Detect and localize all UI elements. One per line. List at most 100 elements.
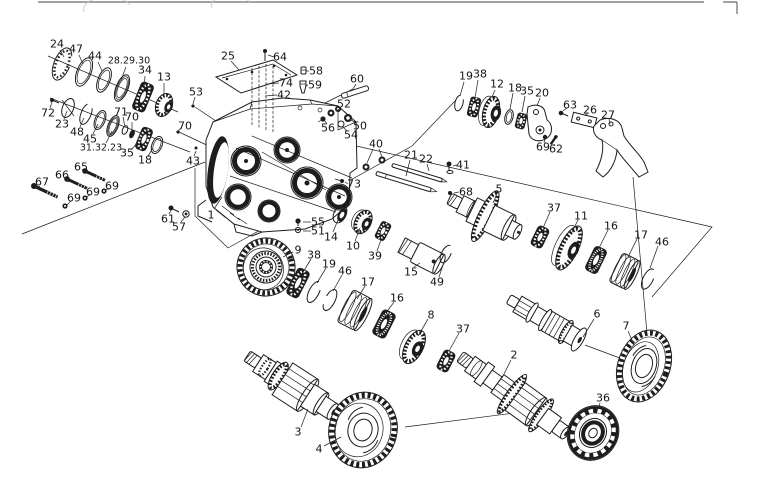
part-label-58: 58 [309, 65, 323, 78]
part-19-snap-ring [454, 94, 464, 112]
part-label-53: 53 [189, 86, 203, 99]
cover-studs [251, 64, 274, 132]
part-66-bolt [64, 176, 88, 190]
part-label-47: 47 [69, 43, 83, 56]
input-bearing-train [51, 47, 174, 118]
label-leader-line [63, 110, 68, 120]
label-leader-line [105, 187, 110, 191]
part-44-ring [96, 67, 112, 93]
label-leader-line [459, 81, 465, 97]
label-leader-line [120, 66, 127, 81]
label-leader-line [385, 301, 395, 314]
label-leader-line [300, 408, 309, 428]
parts-55-51-detent [294, 218, 302, 234]
part-12-gear [478, 95, 502, 129]
label-leader-line [598, 229, 609, 249]
part-label-10: 10 [346, 240, 360, 253]
part-70-washer [129, 129, 135, 139]
bearing-bore [230, 145, 262, 177]
label-leader-line [452, 164, 458, 167]
label-leader-line [509, 92, 514, 110]
input-shaft-train [446, 190, 656, 290]
bearing-bore [273, 136, 301, 164]
part-label-52: 52 [337, 98, 351, 111]
label-leader-line [501, 359, 512, 379]
part-11-gear [551, 224, 583, 271]
part-48-snap-ring [79, 103, 93, 125]
part-61-bolt [168, 205, 180, 213]
part-label-66: 66 [55, 169, 69, 182]
label-leader-line [491, 89, 496, 98]
label-leader-line [542, 211, 551, 229]
part-label-18: 18 [138, 154, 152, 167]
part-46-snap-ring [322, 289, 338, 311]
label-leader-line [536, 97, 541, 107]
label-leader-line [301, 258, 312, 275]
label-leader-line [122, 116, 126, 128]
part-label-20: 20 [535, 87, 549, 100]
label-leader-line [543, 138, 546, 144]
part-label-16: 16 [604, 220, 618, 233]
part-label-27: 27 [601, 109, 615, 122]
part-label-49: 49 [430, 276, 444, 289]
part-8-gear [399, 329, 426, 365]
part-38-bearing [466, 96, 482, 118]
part-13-gear [154, 92, 174, 118]
label-leader-line [282, 251, 294, 258]
part-18-washer [504, 109, 514, 125]
label-leader-line [378, 148, 383, 158]
part-label-68: 68 [459, 186, 473, 199]
part-label-72: 72 [41, 107, 55, 120]
part-34-bearing [132, 81, 154, 113]
part-label-21: 21 [404, 149, 418, 162]
part-46-snap-ring [640, 268, 656, 290]
label-leader-line [627, 238, 638, 258]
part-label-1: 1 [208, 209, 215, 222]
part-label-17: 17 [361, 276, 375, 289]
part-label-69: 69 [67, 192, 81, 205]
part-71-washer [121, 125, 129, 135]
label-leader-line [350, 119, 357, 124]
label-leader-line [453, 191, 460, 194]
part-27-shift-fork [593, 117, 649, 178]
mainshaft-mid-train [236, 204, 456, 373]
label-leader-line [352, 83, 357, 90]
label-leader-line [264, 94, 278, 97]
label-leader-line [168, 209, 172, 215]
label-leader-line [570, 219, 579, 235]
label-leader-line [521, 95, 526, 113]
part-25-top-cover [214, 59, 299, 132]
part-label-13: 13 [157, 71, 171, 84]
shift-rail-group [362, 156, 454, 195]
label-leader-line [78, 54, 84, 65]
label-leader-line [376, 239, 382, 252]
part-31-32-23-rings [106, 115, 120, 137]
label-leader-line [49, 101, 53, 109]
label-leader-line [608, 118, 611, 125]
part-label-63: 63 [563, 99, 577, 112]
part-37-bearing [530, 225, 550, 249]
part-label-64: 64 [273, 51, 287, 64]
part-label-15: 15 [404, 266, 418, 279]
part-label-61: 61 [161, 213, 175, 226]
part-4-gear [328, 391, 398, 469]
part-3-countershaft [243, 351, 339, 420]
part-label-59: 59 [308, 79, 322, 92]
label-leader-line [354, 227, 361, 242]
part-label-31.32.23: 31.32.23 [80, 143, 122, 154]
part-label-35: 35 [520, 85, 534, 98]
label-leader-line [335, 107, 342, 112]
label-leader-line [324, 120, 328, 125]
bearing-bore [224, 183, 252, 211]
label-leader-line [97, 61, 103, 72]
part-69-nuts [62, 188, 107, 209]
label-leader-line [492, 193, 498, 204]
label-leader-line [92, 123, 99, 135]
part-18-ring [150, 135, 164, 155]
label-leader-line [426, 163, 430, 172]
part-label-69: 69 [105, 180, 119, 193]
part-63-screw [558, 110, 569, 117]
label-leader-line [83, 170, 89, 175]
label-leader-line [649, 245, 659, 269]
part-68-ball [448, 191, 452, 195]
